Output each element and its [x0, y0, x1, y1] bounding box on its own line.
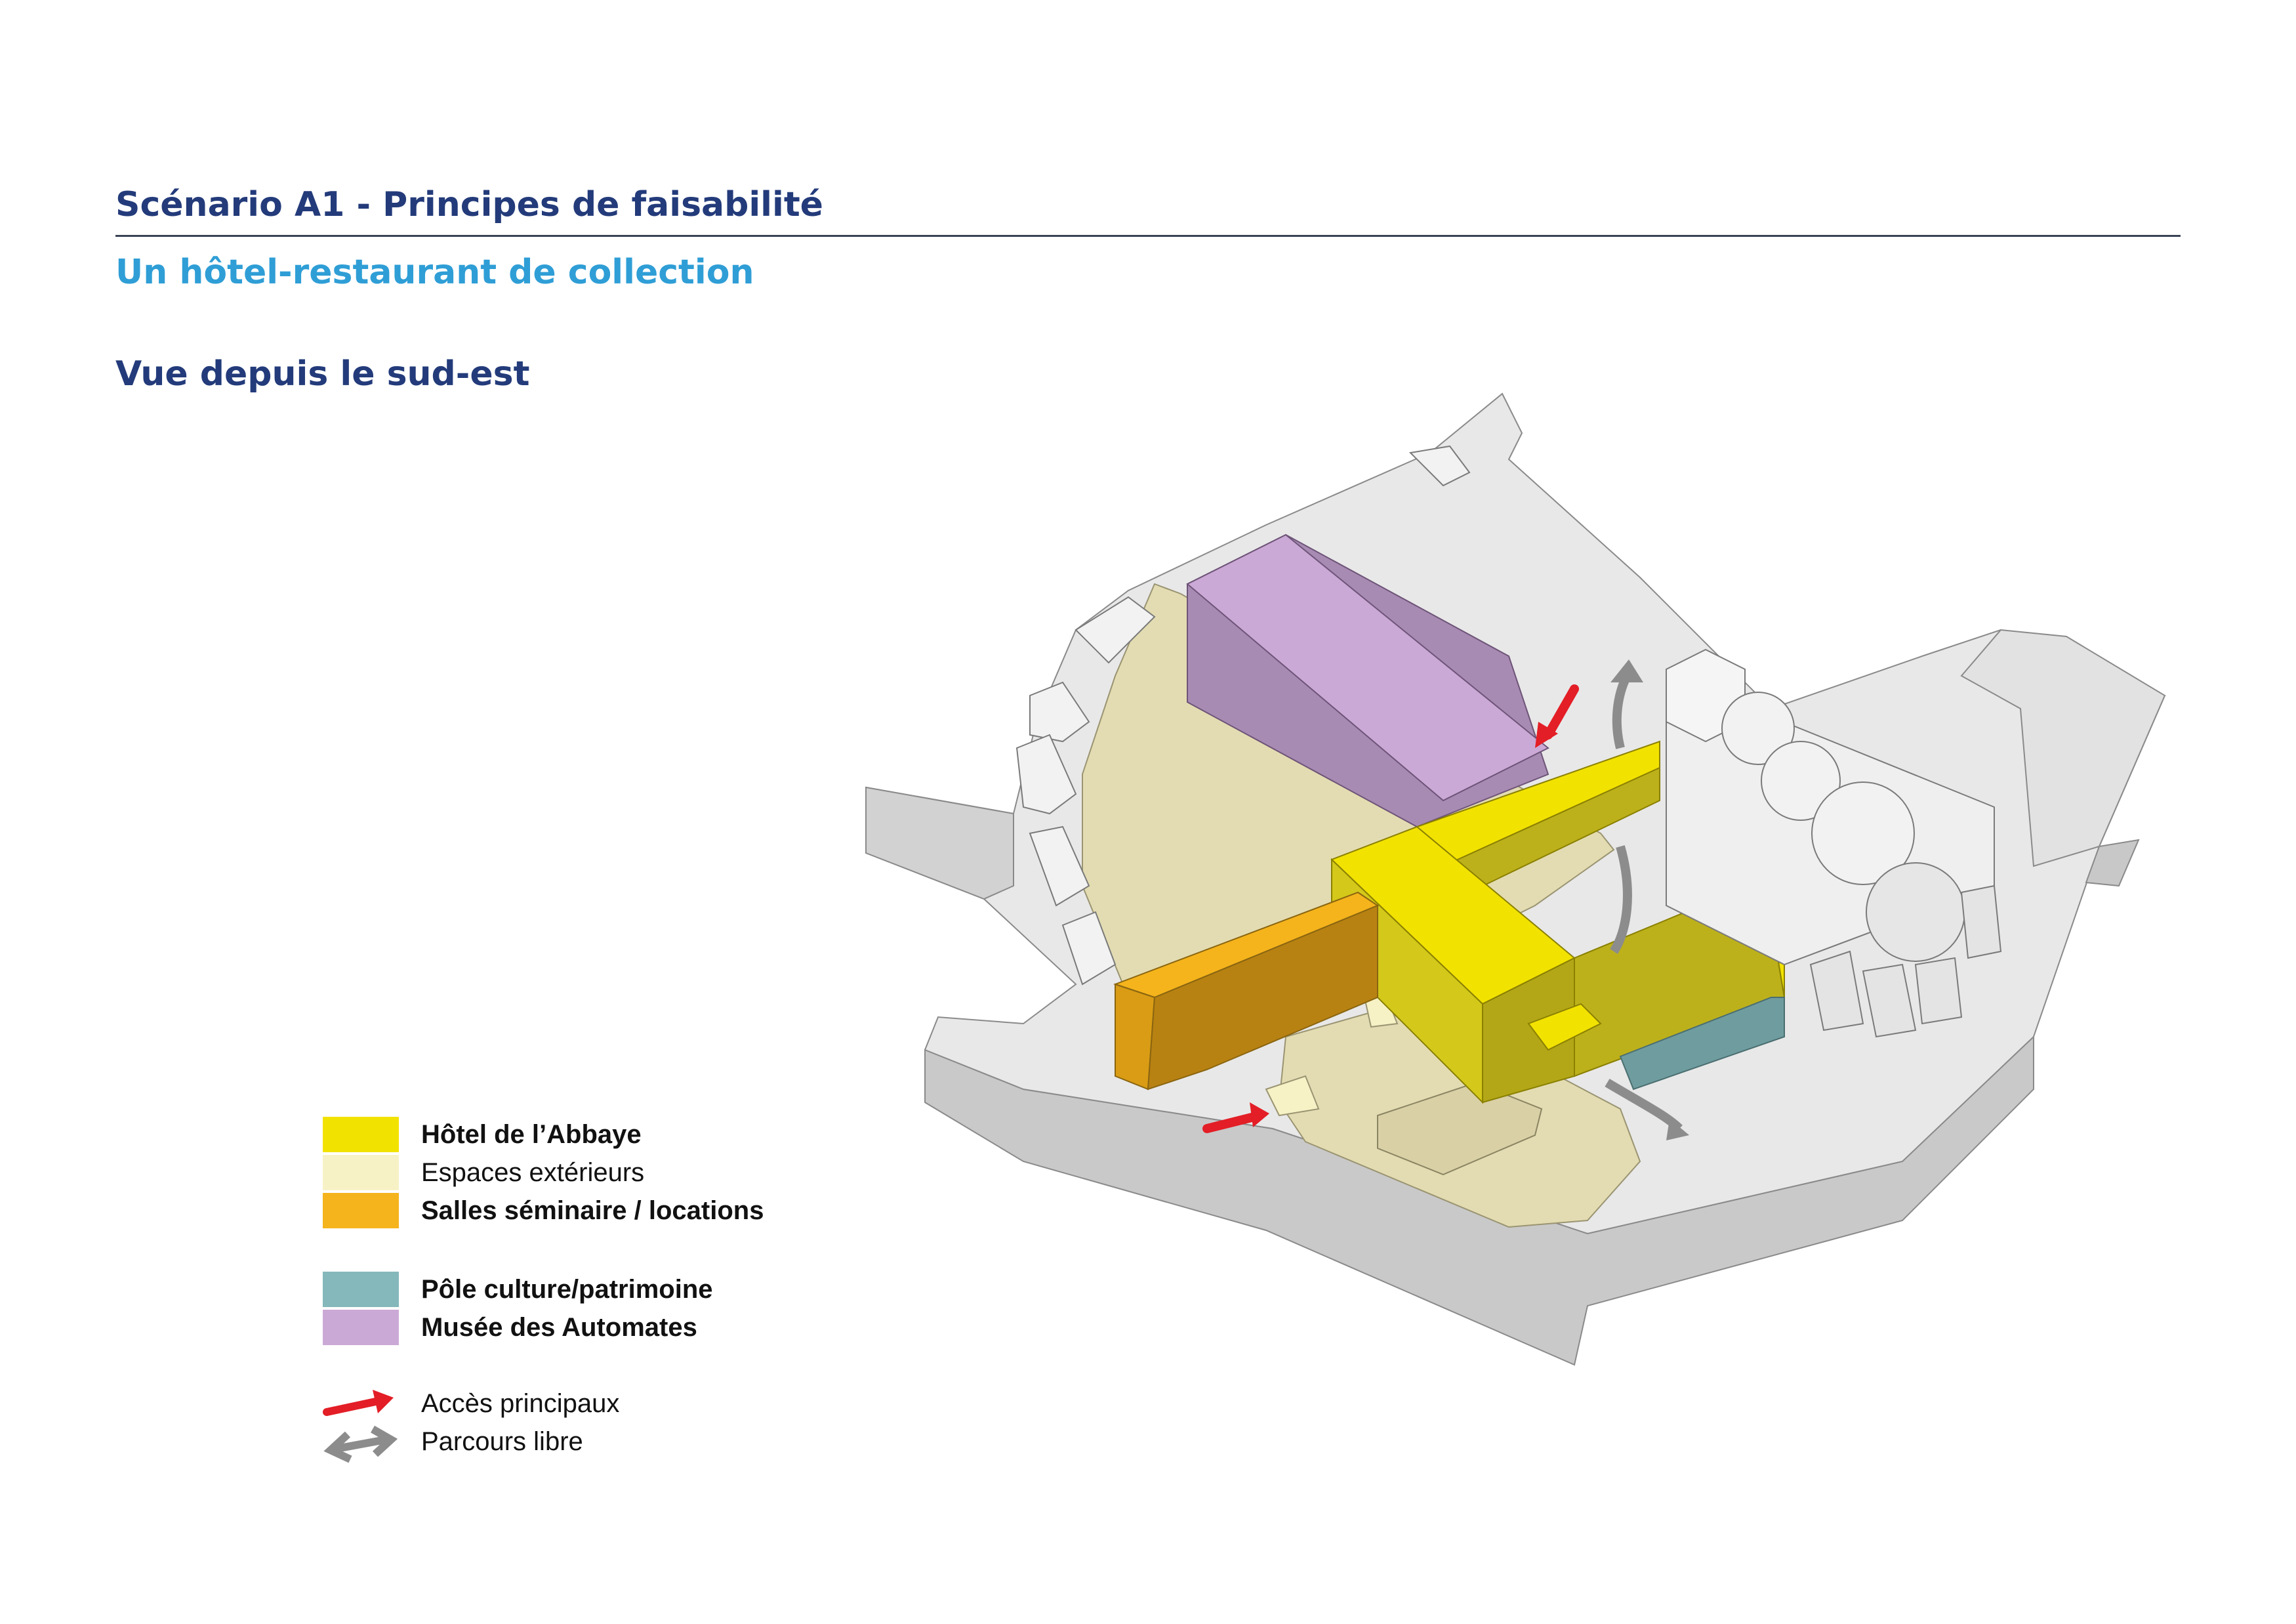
legend-label-hotel: Hôtel de l’Abbaye [421, 1120, 642, 1149]
main-access-arrows [1202, 684, 1579, 1133]
legend-swatch-exterieurs [323, 1155, 399, 1190]
page-title: Scénario A1 - Principes de faisabilité [115, 185, 823, 224]
free-route-arrows [1605, 659, 1689, 1140]
legend-label-salles: Salles séminaire / locations [421, 1196, 764, 1225]
legend-swatch-salles [323, 1193, 399, 1228]
grey-double-arrow-icon [323, 1425, 398, 1463]
salles-block [1113, 891, 1380, 1091]
legend-label-exterieurs: Espaces extérieurs [421, 1158, 645, 1187]
legend-label-parcours: Parcours libre [421, 1427, 583, 1456]
legend-label-acces: Accès principaux [421, 1389, 620, 1418]
culture-block [1619, 997, 1785, 1091]
legend-label-culture: Pôle culture/patrimoine [421, 1275, 713, 1304]
church-block [1666, 648, 2002, 1038]
north-buildings [1015, 445, 1471, 986]
musee-block [1186, 533, 1549, 828]
view-label: Vue depuis le sud-est [115, 354, 530, 394]
legend-swatch-hotel [323, 1117, 399, 1152]
legend-swatch-musee [323, 1310, 399, 1345]
legend-swatch-culture [323, 1272, 399, 1307]
legend-label-musee: Musée des Automates [421, 1313, 697, 1342]
title-divider [115, 235, 2181, 237]
page-subtitle: Un hôtel-restaurant de collection [115, 253, 754, 292]
red-arrow-icon [323, 1390, 394, 1416]
